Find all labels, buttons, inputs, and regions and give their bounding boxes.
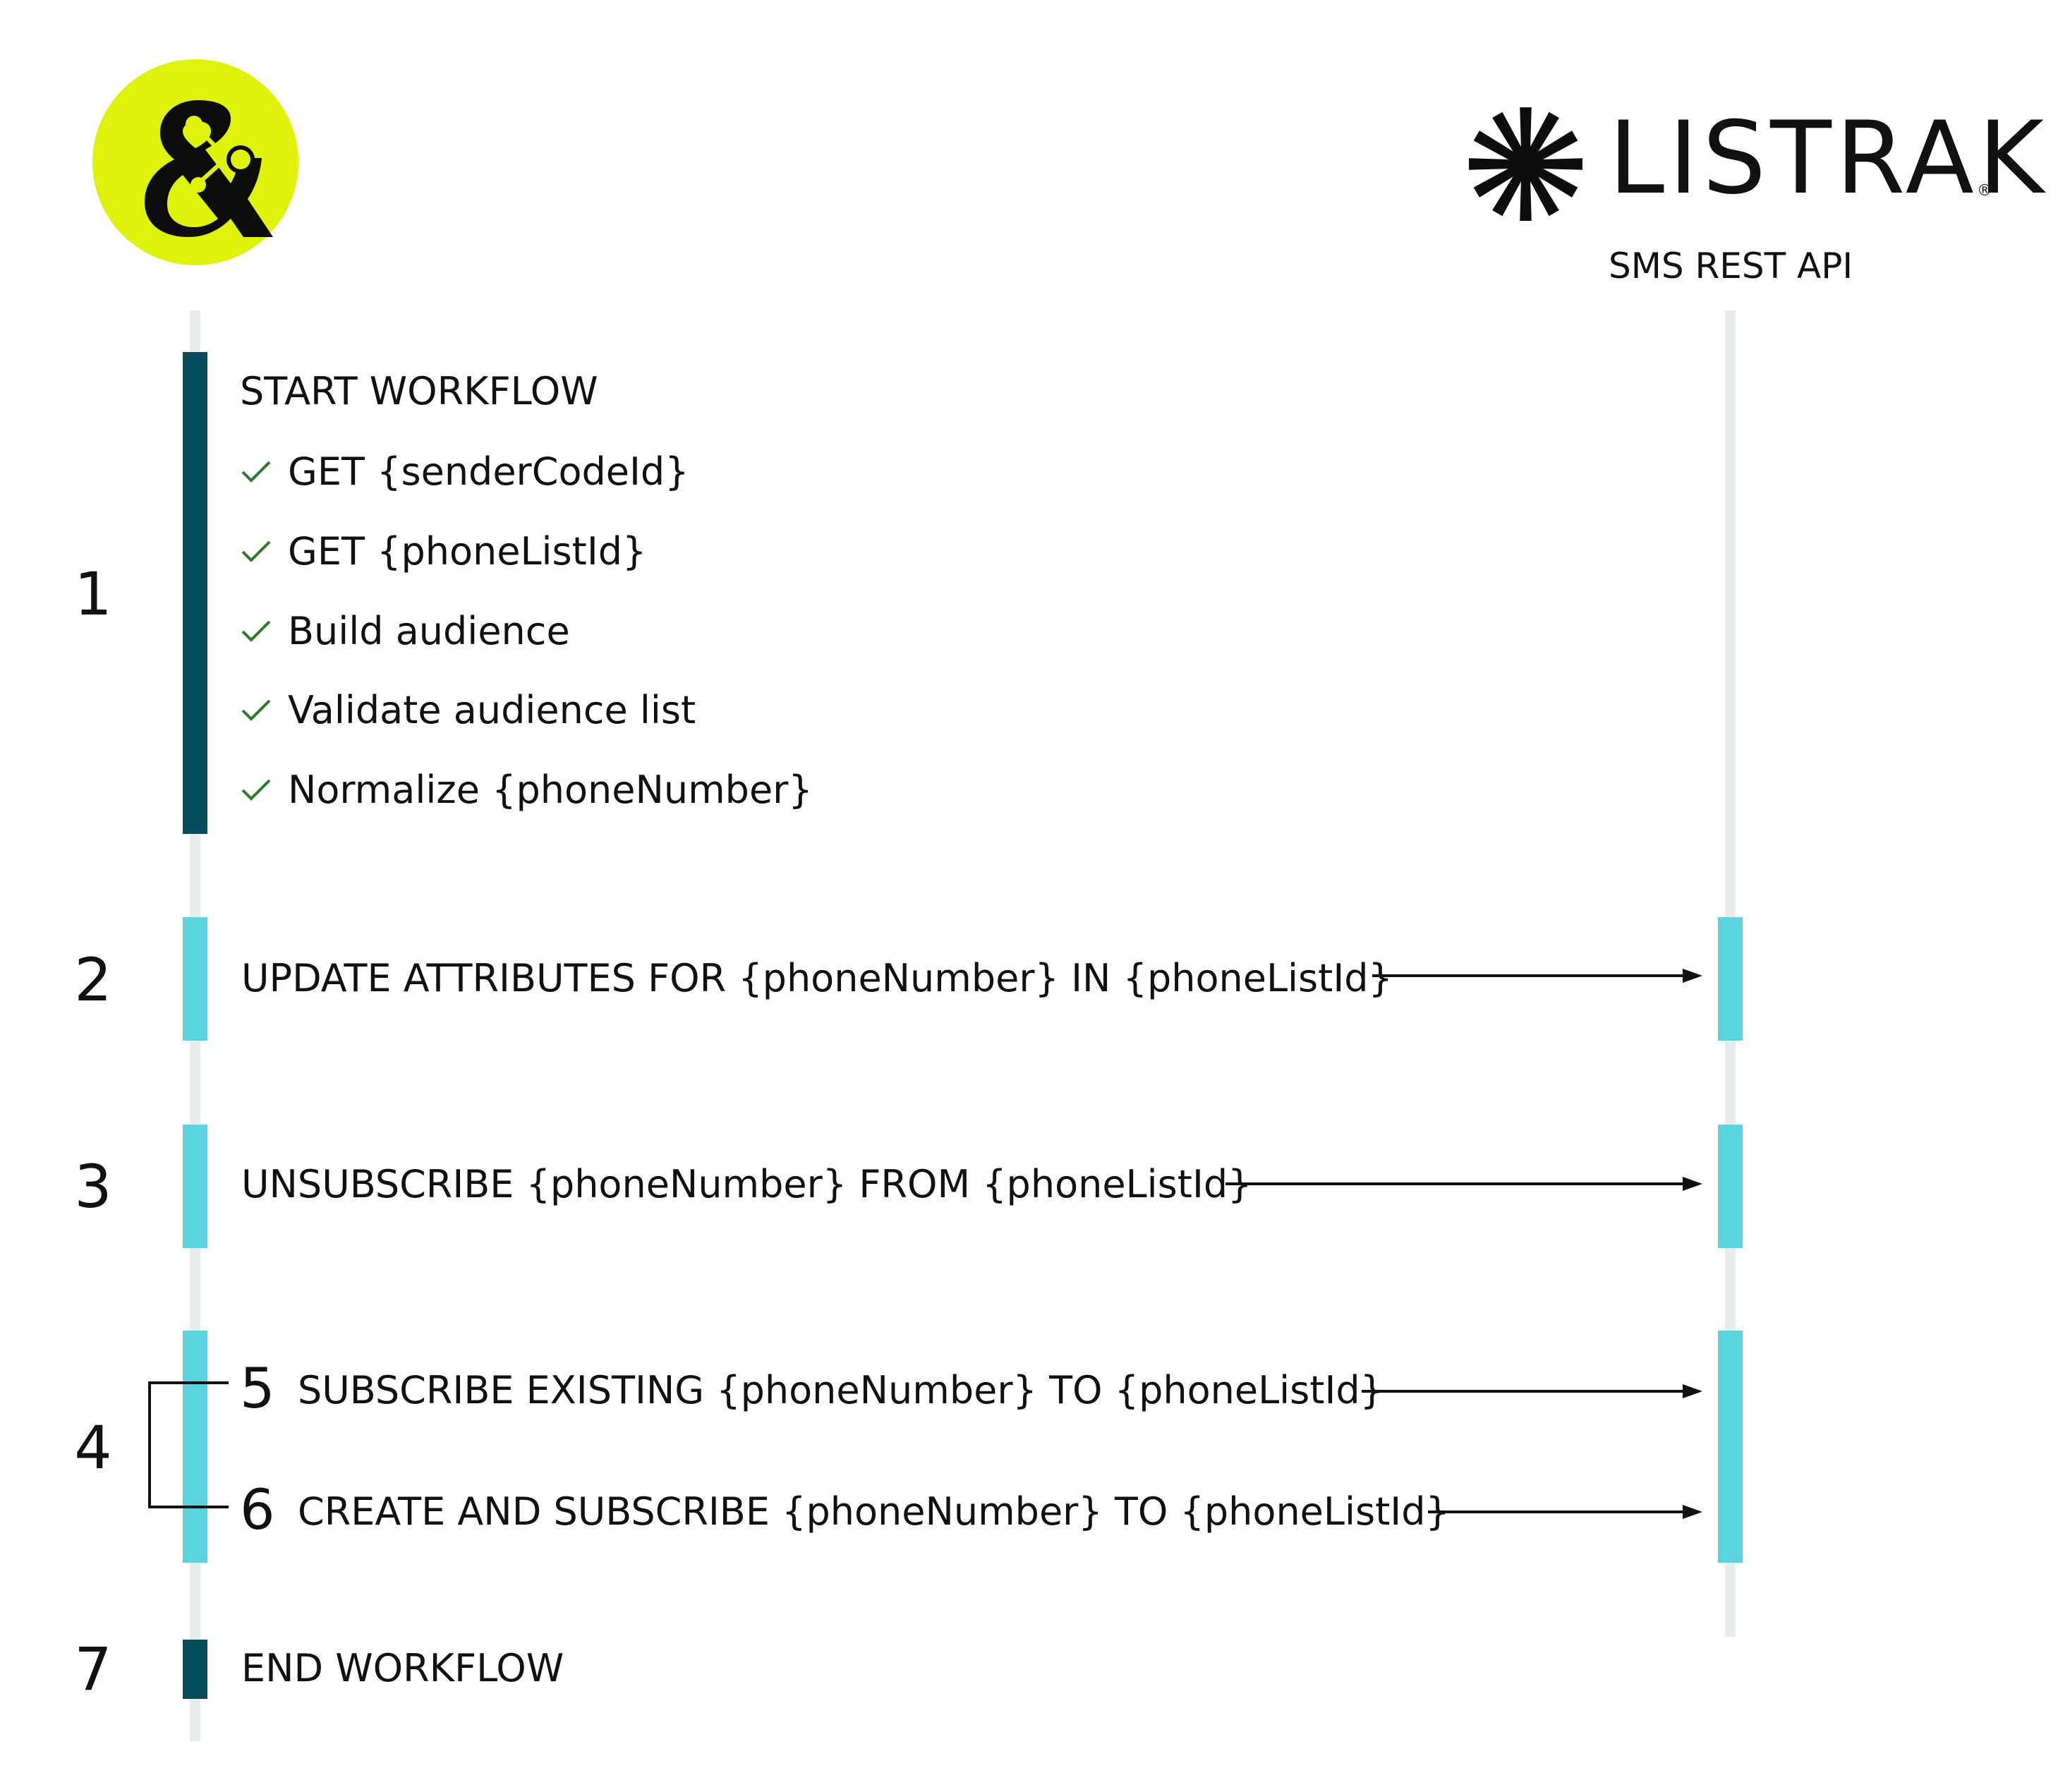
step-3-arrow xyxy=(1225,1175,1702,1192)
step-number-7: 7 xyxy=(74,1635,112,1704)
listrak-burst-icon xyxy=(1469,107,1582,221)
step-number-1: 1 xyxy=(74,559,112,629)
step-1-bar xyxy=(183,352,207,834)
branch-bracket xyxy=(148,1381,229,1508)
step-6-arrow xyxy=(1428,1503,1702,1520)
checkmark-icon xyxy=(241,620,271,642)
api-step-4-bar xyxy=(1718,1331,1743,1563)
start-workflow-title: START WORKFLOW xyxy=(240,369,598,413)
step-3-bar xyxy=(183,1125,207,1248)
check-item: Build audience xyxy=(240,612,570,650)
step-number-2: 2 xyxy=(74,945,112,1015)
ampersand-icon xyxy=(145,100,273,237)
step-5-message: SUBSCRIBE EXISTING {phoneNumber} TO {pho… xyxy=(298,1368,1385,1412)
step-3-message: UNSUBSCRIBE {phoneNumber} FROM {phoneLis… xyxy=(241,1162,1252,1206)
check-item-label: Validate audience list xyxy=(288,688,696,732)
api-label: SMS REST API xyxy=(1609,246,1853,286)
check-item-label: Normalize {phoneNumber} xyxy=(288,768,813,812)
step-number-3: 3 xyxy=(74,1152,112,1221)
step-number-4: 4 xyxy=(74,1413,112,1482)
step-2-arrow xyxy=(1372,967,1702,984)
step-number-6: 6 xyxy=(240,1479,275,1542)
check-item: GET {phoneListId} xyxy=(240,533,646,571)
step-number-5: 5 xyxy=(240,1357,275,1421)
step-2-bar xyxy=(183,917,207,1041)
api-step-3-bar xyxy=(1718,1125,1743,1248)
api-step-2-bar xyxy=(1718,917,1743,1041)
check-item-label: GET {senderCodeId} xyxy=(288,449,689,494)
step-2-message: UPDATE ATTRIBUTES FOR {phoneNumber} IN {… xyxy=(241,956,1393,1000)
checkmark-icon xyxy=(241,779,271,801)
checkmark-icon xyxy=(241,461,271,483)
checkmark-icon xyxy=(241,540,271,562)
step-6-message: CREATE AND SUBSCRIBE {phoneNumber} TO {p… xyxy=(298,1489,1450,1534)
registered-mark: ® xyxy=(1977,182,1992,200)
step-7-bar xyxy=(183,1640,207,1699)
ampersand-logo xyxy=(92,59,298,265)
check-item-label: GET {phoneListId} xyxy=(288,529,647,574)
check-item: Validate audience list xyxy=(240,691,696,729)
listrak-wordmark: LISTRAK xyxy=(1609,100,2049,217)
end-workflow-label: END WORKFLOW xyxy=(241,1646,564,1690)
check-item-label: Build audience xyxy=(288,609,570,653)
check-item: GET {senderCodeId} xyxy=(240,453,689,491)
step-4-bar xyxy=(183,1331,207,1563)
checkmark-icon xyxy=(241,699,271,721)
step-5-arrow xyxy=(1362,1383,1702,1400)
check-item: Normalize {phoneNumber} xyxy=(240,771,813,809)
